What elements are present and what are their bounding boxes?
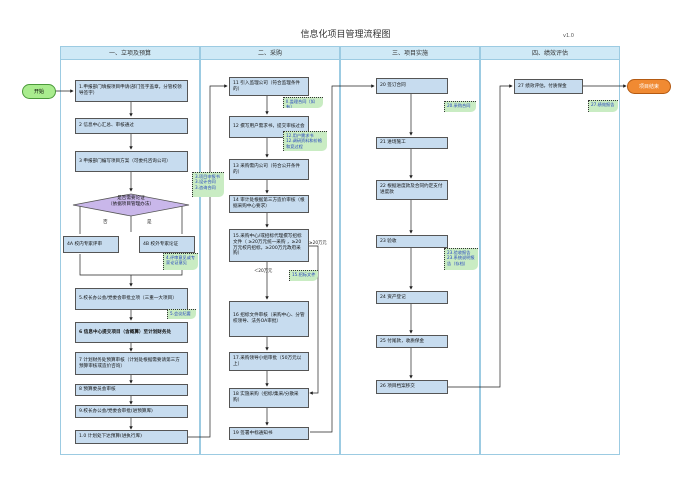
- step-1-apply: 1.申报部门填报项目申请(部门签字盖章，分管校领导签字）: [75, 80, 188, 102]
- step-6-submit-budget: 6 信息中心提交项目（含概算）至计划财务处: [75, 322, 188, 343]
- note-27-report: 27.绩效报告: [588, 100, 618, 112]
- version-label: v1.0: [563, 33, 574, 39]
- note-12-requirements: 12.用户需求书 12.调研资料和价格和竞过程: [283, 131, 327, 151]
- step-27-performance-eval: 27 绩效评估，付质保金: [514, 79, 583, 94]
- end-terminal: 项目结束: [627, 79, 671, 94]
- step-17-leadership-approval: 17.采购领导小组审批（50万元以上）: [229, 352, 309, 371]
- note-11-contract: ll.监理合同（如有）: [283, 97, 323, 108]
- step-7-budget-audit: 7 计划财务处预算审核（计划处根据需要请第三方预算审核或造价咨询）: [75, 352, 188, 375]
- note-4-opinions: 4.评审意见或专家论证意见: [163, 253, 198, 270]
- step-19-award-notice: 19 签署中标通知书: [229, 427, 309, 440]
- lane-header-procurement: 二、采购: [200, 46, 340, 60]
- decision-label: 是否需要论证 （依据项目管理办法）: [108, 196, 154, 208]
- lane-header-evaluation: 四、绩效评估: [480, 46, 620, 60]
- note-3-documents: 3.项目申报书 3.设计合同 3.咨询合同: [192, 172, 224, 197]
- step-14-audit-cost: 14 审计处根据第三方造价审核（根据采购中心要求）: [229, 195, 309, 213]
- step-26-archive-transfer: 26 项目档案移交: [376, 380, 448, 394]
- step-15-tender-docs: 15.采购中心/或招标代理撰写招标文件（ ≥20万元统一采购 ，≥20万元校内招…: [229, 229, 309, 262]
- label-lt20: ＜20万元: [254, 269, 273, 274]
- note-20-contract: 20.采购合同: [444, 101, 476, 112]
- step-20-sign-contract: 20 签订合同: [376, 78, 448, 94]
- lane-initiation: [60, 60, 200, 455]
- start-terminal: 开始: [22, 84, 56, 99]
- note-5-minutes: 5.会议纪要: [167, 309, 196, 319]
- lane-header-initiation: 一、立项及预算: [60, 46, 200, 60]
- decision-need-review: [72, 193, 190, 217]
- step-4a-internal-review: 4A 校内专家评审: [63, 236, 119, 253]
- step-10-issue-budget: 1.0 计划处下达预算(进执行库): [75, 430, 188, 444]
- lane-evaluation: [480, 60, 620, 455]
- note-23-reports: 23.验收报告 23.系统说明报告（存档）: [444, 248, 478, 270]
- step-16-tender-review: 16 招标文件审核（采购中心、分管校领导、法务OA审批）: [229, 301, 309, 337]
- step-9-meeting-approval: 9.校长办公会/党委会审批(进预算库): [75, 405, 188, 418]
- step-11-supervisor: 11 引入监理公司（符合监理条件的）: [229, 77, 309, 96]
- label-gte20: ≥20万元: [309, 241, 327, 246]
- note-15-tender: 15.招标文件: [289, 270, 318, 281]
- branch-yes-label: 是: [147, 220, 152, 225]
- step-24-asset-registration: 24 资产登记: [376, 291, 448, 304]
- step-8-budget-committee: 8 预算委员会审核: [75, 384, 188, 396]
- step-21-construction: 21 进场施工: [376, 137, 448, 149]
- lane-implementation: [340, 60, 480, 455]
- step-18-procurement: 18 实施采购（招标/集采/分散采购）: [229, 388, 309, 408]
- lane-procurement: [200, 60, 340, 455]
- step-13-procure-agency: 13 采购需内公司（符合公开条件的）: [229, 159, 309, 180]
- step-22-progress-payment: 22 根据进度款及合同约定支付进度款: [376, 180, 448, 200]
- step-2-review: 2 信息中心汇总、审核通过: [75, 118, 188, 134]
- step-3-proposal: 3 申报部门编写项目方案（可委托咨询公司）: [75, 151, 188, 172]
- page-title: 信息化项目管理流程图: [300, 30, 391, 40]
- step-23-acceptance: 23 验收: [376, 235, 448, 248]
- branch-no-label: 否: [103, 220, 108, 225]
- lane-header-implementation: 三、项目实施: [340, 46, 480, 60]
- step-4b-external-review: 4B 校外专家论证: [139, 236, 195, 253]
- step-25-final-payment: 25 付尾款，收质保金: [376, 335, 448, 348]
- step-5-approval: 5.校长办公会/党委会审批立项（三重一大项目）: [75, 288, 188, 310]
